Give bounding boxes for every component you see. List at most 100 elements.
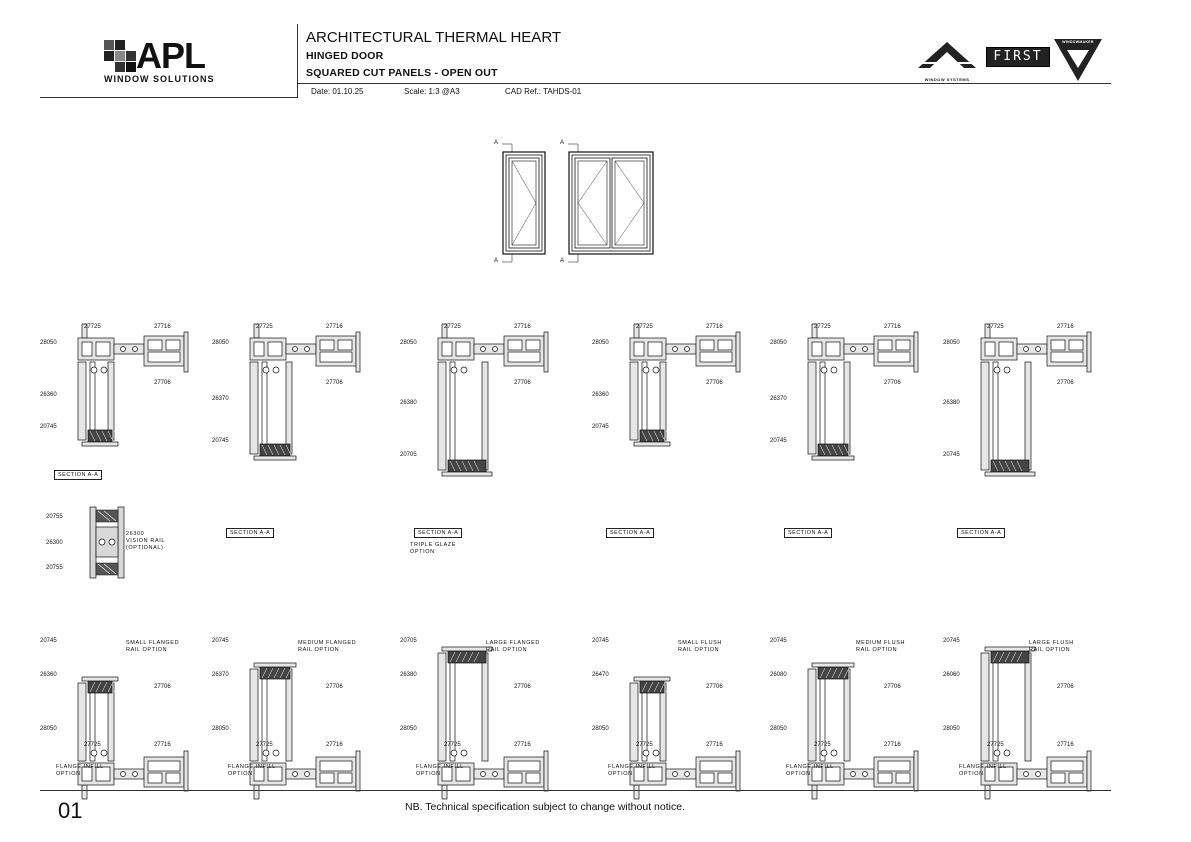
infill-option-note: FLANGE INFILL OPTION <box>56 764 104 777</box>
profile-code-bead: 20745 <box>943 452 960 458</box>
profile-code-27725: 27725 <box>636 324 653 330</box>
profile-code-27725: 27725 <box>814 324 831 330</box>
rail-option-note: SMALL FLUSH RAIL OPTION <box>678 640 722 653</box>
infill-option-note: FLANGE INFILL OPTION <box>228 764 276 777</box>
partner-logo-2-text: FIRST <box>993 49 1043 64</box>
partner-logo-1-icon <box>918 42 976 68</box>
profile-code-sash: 26380 <box>943 400 960 406</box>
drawing-subtitle-2: SQUARED CUT PANELS - OPEN OUT <box>306 67 498 79</box>
profile-code-27716: 27716 <box>884 324 901 330</box>
profile-code-28050: 28050 <box>943 726 960 732</box>
profile-code-27716: 27716 <box>514 742 531 748</box>
profile-code-28050: 28050 <box>943 340 960 346</box>
profile-code-27706: 27706 <box>1057 684 1074 690</box>
profile-code-27716: 27716 <box>326 324 343 330</box>
vision-rail-label-top: 20755 <box>46 514 63 520</box>
vision-rail-drawing <box>89 506 125 579</box>
infill-option-note: FLANGE INFILL OPTION <box>786 764 834 777</box>
profile-code-bead: 20745 <box>40 638 57 644</box>
rail-option-note: LARGE FLANGED RAIL OPTION <box>486 640 540 653</box>
profile-code-27725: 27725 <box>256 742 273 748</box>
elevation-marker-2-top: A <box>560 140 565 146</box>
infill-option-note: FLANGE INFILL OPTION <box>416 764 464 777</box>
section-profile-drawing <box>437 323 549 477</box>
profile-code-27706: 27706 <box>514 380 531 386</box>
infill-option-note: FLANGE INFILL OPTION <box>608 764 656 777</box>
profile-code-27706: 27706 <box>706 684 723 690</box>
profile-code-sash: 26370 <box>770 396 787 402</box>
section-profile-drawing <box>980 323 1092 477</box>
profile-code-28050: 28050 <box>400 340 417 346</box>
section-profile-drawing <box>807 662 919 800</box>
elevation-marker-1-bottom: A <box>494 258 499 264</box>
profile-code-sash: 26060 <box>943 672 960 678</box>
profile-code-27725: 27725 <box>256 324 273 330</box>
profile-code-27725: 27725 <box>84 742 101 748</box>
profile-code-sash: 26360 <box>592 392 609 398</box>
section-profile-drawing <box>437 646 549 800</box>
profile-code-27716: 27716 <box>154 324 171 330</box>
profile-code-bead: 20745 <box>40 424 57 430</box>
partner-logo-1-text: WINDOW SYSTEMS <box>924 77 970 82</box>
door-elevations: A A A A <box>490 136 665 271</box>
profile-code-27716: 27716 <box>706 324 723 330</box>
drawing-scale: Scale: 1:3 @A3 <box>404 87 460 96</box>
profile-code-27706: 27706 <box>326 684 343 690</box>
profile-code-27725: 27725 <box>987 324 1004 330</box>
profile-code-27716: 27716 <box>154 742 171 748</box>
partner-logo-2: FIRST <box>986 47 1050 67</box>
profile-code-sash: 26360 <box>40 392 57 398</box>
profile-code-bead: 20705 <box>400 452 417 458</box>
section-tag: SECTION A-A <box>957 528 1006 538</box>
profile-code-27725: 27725 <box>987 742 1004 748</box>
profile-code-27716: 27716 <box>1057 742 1074 748</box>
profile-code-27706: 27706 <box>706 380 723 386</box>
section-profile-drawing <box>77 676 189 800</box>
section-profile-drawing <box>980 646 1092 800</box>
profile-code-bead: 20745 <box>943 638 960 644</box>
profile-code-bead: 20745 <box>212 438 229 444</box>
vision-rail-label-mid: 26300 <box>46 540 63 546</box>
profile-code-sash: 26470 <box>592 672 609 678</box>
drawing-cad-ref: CAD Ref.: TAHDS-01 <box>505 87 582 96</box>
profile-code-28050: 28050 <box>770 726 787 732</box>
section-tag: SECTION A-A <box>54 470 103 480</box>
section-option-note: TRIPLE GLAZE OPTION <box>410 542 457 555</box>
profile-code-27716: 27716 <box>326 742 343 748</box>
drawing-date: Date: 01.10.25 <box>311 87 364 96</box>
section-profile-drawing <box>77 323 189 447</box>
section-profile-drawing <box>249 662 361 800</box>
profile-code-27716: 27716 <box>706 742 723 748</box>
profile-code-27716: 27716 <box>514 324 531 330</box>
profile-code-27725: 27725 <box>444 324 461 330</box>
section-tag: SECTION A-A <box>414 528 463 538</box>
profile-code-28050: 28050 <box>770 340 787 346</box>
profile-code-27725: 27725 <box>636 742 653 748</box>
profile-code-bead: 20745 <box>770 638 787 644</box>
profile-code-sash: 26370 <box>212 396 229 402</box>
profile-code-sash: 26380 <box>400 672 417 678</box>
brand-name: APL <box>136 35 206 76</box>
partner-logo-1: WINDOW SYSTEMS <box>912 40 982 82</box>
drawing-subtitle-1: HINGED DOOR <box>306 50 384 62</box>
brand-tagline: WINDOW SOLUTIONS <box>104 74 215 84</box>
profile-code-sash: 26080 <box>770 672 787 678</box>
profile-code-27725: 27725 <box>444 742 461 748</box>
profile-code-28050: 28050 <box>592 340 609 346</box>
partner-logo-3-triangle-icon <box>1054 39 1102 81</box>
section-profile-drawing <box>249 323 361 461</box>
header-divider-vertical <box>297 24 298 98</box>
profile-code-27706: 27706 <box>884 684 901 690</box>
rail-option-note: MEDIUM FLUSH RAIL OPTION <box>856 640 906 653</box>
rail-option-note: SMALL FLANGED RAIL OPTION <box>126 640 180 653</box>
